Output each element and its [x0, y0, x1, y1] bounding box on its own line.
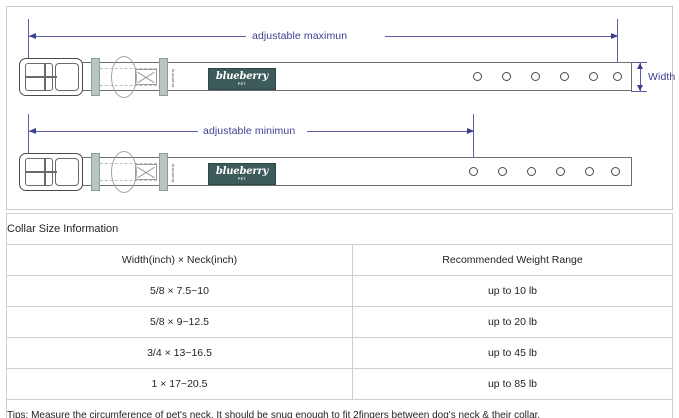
max-arrow-left-icon	[29, 32, 36, 39]
table-tips-row: Tips: Measure the circumference of pet's…	[7, 399, 672, 418]
table-row: 1 × 17~20.5 up to 85 lb	[7, 368, 672, 400]
strap-hole-bottom-2	[498, 167, 507, 176]
width-label: Width	[648, 71, 676, 83]
min-dim-line-right	[307, 131, 474, 132]
max-dim-line-right	[385, 36, 618, 37]
header-weight-range: Recommended Weight Range	[352, 244, 672, 276]
keeper-loop-1-top	[91, 58, 100, 96]
strap-hole-top-2	[502, 72, 511, 81]
strap-hole-bottom-4	[556, 167, 565, 176]
table-title-row: Collar Size Information	[7, 214, 672, 245]
table-header-row: Width(inch) × Neck(inch) Recommended Wei…	[7, 244, 672, 276]
buckle-prong-vertical-top	[44, 63, 46, 91]
header-width-neck: Width(inch) × Neck(inch)	[7, 244, 353, 276]
strap-hole-top-6	[613, 72, 622, 81]
stitch-box-bottom	[135, 164, 157, 180]
strap-brand-tick-top: blueberry	[170, 68, 175, 87]
stitch-box-top	[135, 69, 157, 85]
min-arrow-right-icon	[467, 127, 474, 134]
keeper-loop-2-bottom	[159, 153, 168, 191]
brand-logo-patch-top: blueberry PET	[208, 68, 276, 90]
collar-size-table: Collar Size Information Width(inch) × Ne…	[7, 214, 672, 418]
weight-cell: up to 10 lb	[352, 275, 672, 307]
brand-logo-word-top: blueberry	[215, 70, 269, 82]
width-extension-bottom	[631, 91, 647, 92]
width-arrow-up-icon	[637, 63, 643, 69]
strap-hole-bottom-1	[469, 167, 478, 176]
adjustable-minimum-label: adjustable minimun	[203, 125, 296, 137]
keeper-loop-2-top	[159, 58, 168, 96]
buckle-prong-bottom	[25, 171, 57, 173]
strap-hole-top-4	[560, 72, 569, 81]
buckle-prong-vertical-bottom	[44, 158, 46, 186]
weight-cell: up to 20 lb	[352, 306, 672, 338]
size-cell: 1 × 17~20.5	[7, 368, 353, 400]
tips-text: Tips: Measure the circumference of pet's…	[7, 399, 672, 418]
max-arrow-right-icon	[611, 32, 618, 39]
min-right-extension-line	[473, 114, 474, 186]
d-ring-top	[111, 56, 137, 98]
collar-size-table-wrap: Collar Size Information Width(inch) × Ne…	[6, 213, 673, 418]
table-row: 5/8 × 7.5~10 up to 10 lb	[7, 275, 672, 307]
d-ring-bottom	[111, 151, 137, 193]
size-cell: 5/8 × 7.5~10	[7, 275, 353, 307]
max-left-extension-line	[28, 19, 29, 81]
keeper-loop-1-bottom	[91, 153, 100, 191]
max-dim-line-left	[28, 36, 246, 37]
min-arrow-left-icon	[29, 127, 36, 134]
buckle-tongue-plate-bottom	[55, 158, 79, 186]
strap-hole-bottom-3	[527, 167, 536, 176]
size-cell: 3/4 × 13~16.5	[7, 337, 353, 369]
strap-hole-top-1	[473, 72, 482, 81]
collar-strap-bottom-right-end	[630, 157, 632, 186]
max-right-extension-line	[617, 19, 618, 89]
width-arrow-down-icon	[637, 85, 643, 91]
strap-brand-tick-bottom: blueberry	[170, 163, 175, 182]
width-extension-top	[631, 62, 647, 63]
buckle-tongue-plate-top	[55, 63, 79, 91]
weight-cell: up to 85 lb	[352, 368, 672, 400]
strap-hole-top-5	[589, 72, 598, 81]
collar-strap-top-right-end	[630, 62, 632, 91]
diagram-panel: adjustable maximun blueberry blueberry P…	[6, 6, 676, 210]
buckle-prong-top	[25, 76, 57, 78]
table-row: 5/8 × 9~12.5 up to 20 lb	[7, 306, 672, 338]
brand-logo-sub-top: PET	[237, 82, 247, 86]
table-row: 3/4 × 13~16.5 up to 45 lb	[7, 337, 672, 369]
min-left-extension-line	[28, 114, 29, 176]
strap-hole-bottom-5	[585, 167, 594, 176]
brand-logo-sub-bottom: PET	[237, 177, 247, 181]
min-dim-line-left	[28, 131, 198, 132]
size-cell: 5/8 × 9~12.5	[7, 306, 353, 338]
brand-logo-patch-bottom: blueberry PET	[208, 163, 276, 185]
weight-cell: up to 45 lb	[352, 337, 672, 369]
adjustable-maximum-label: adjustable maximun	[252, 30, 348, 42]
width-dim-line	[640, 63, 641, 91]
brand-logo-word-bottom: blueberry	[215, 165, 269, 177]
table-title: Collar Size Information	[7, 214, 672, 245]
strap-hole-bottom-6	[611, 167, 620, 176]
strap-hole-top-3	[531, 72, 540, 81]
